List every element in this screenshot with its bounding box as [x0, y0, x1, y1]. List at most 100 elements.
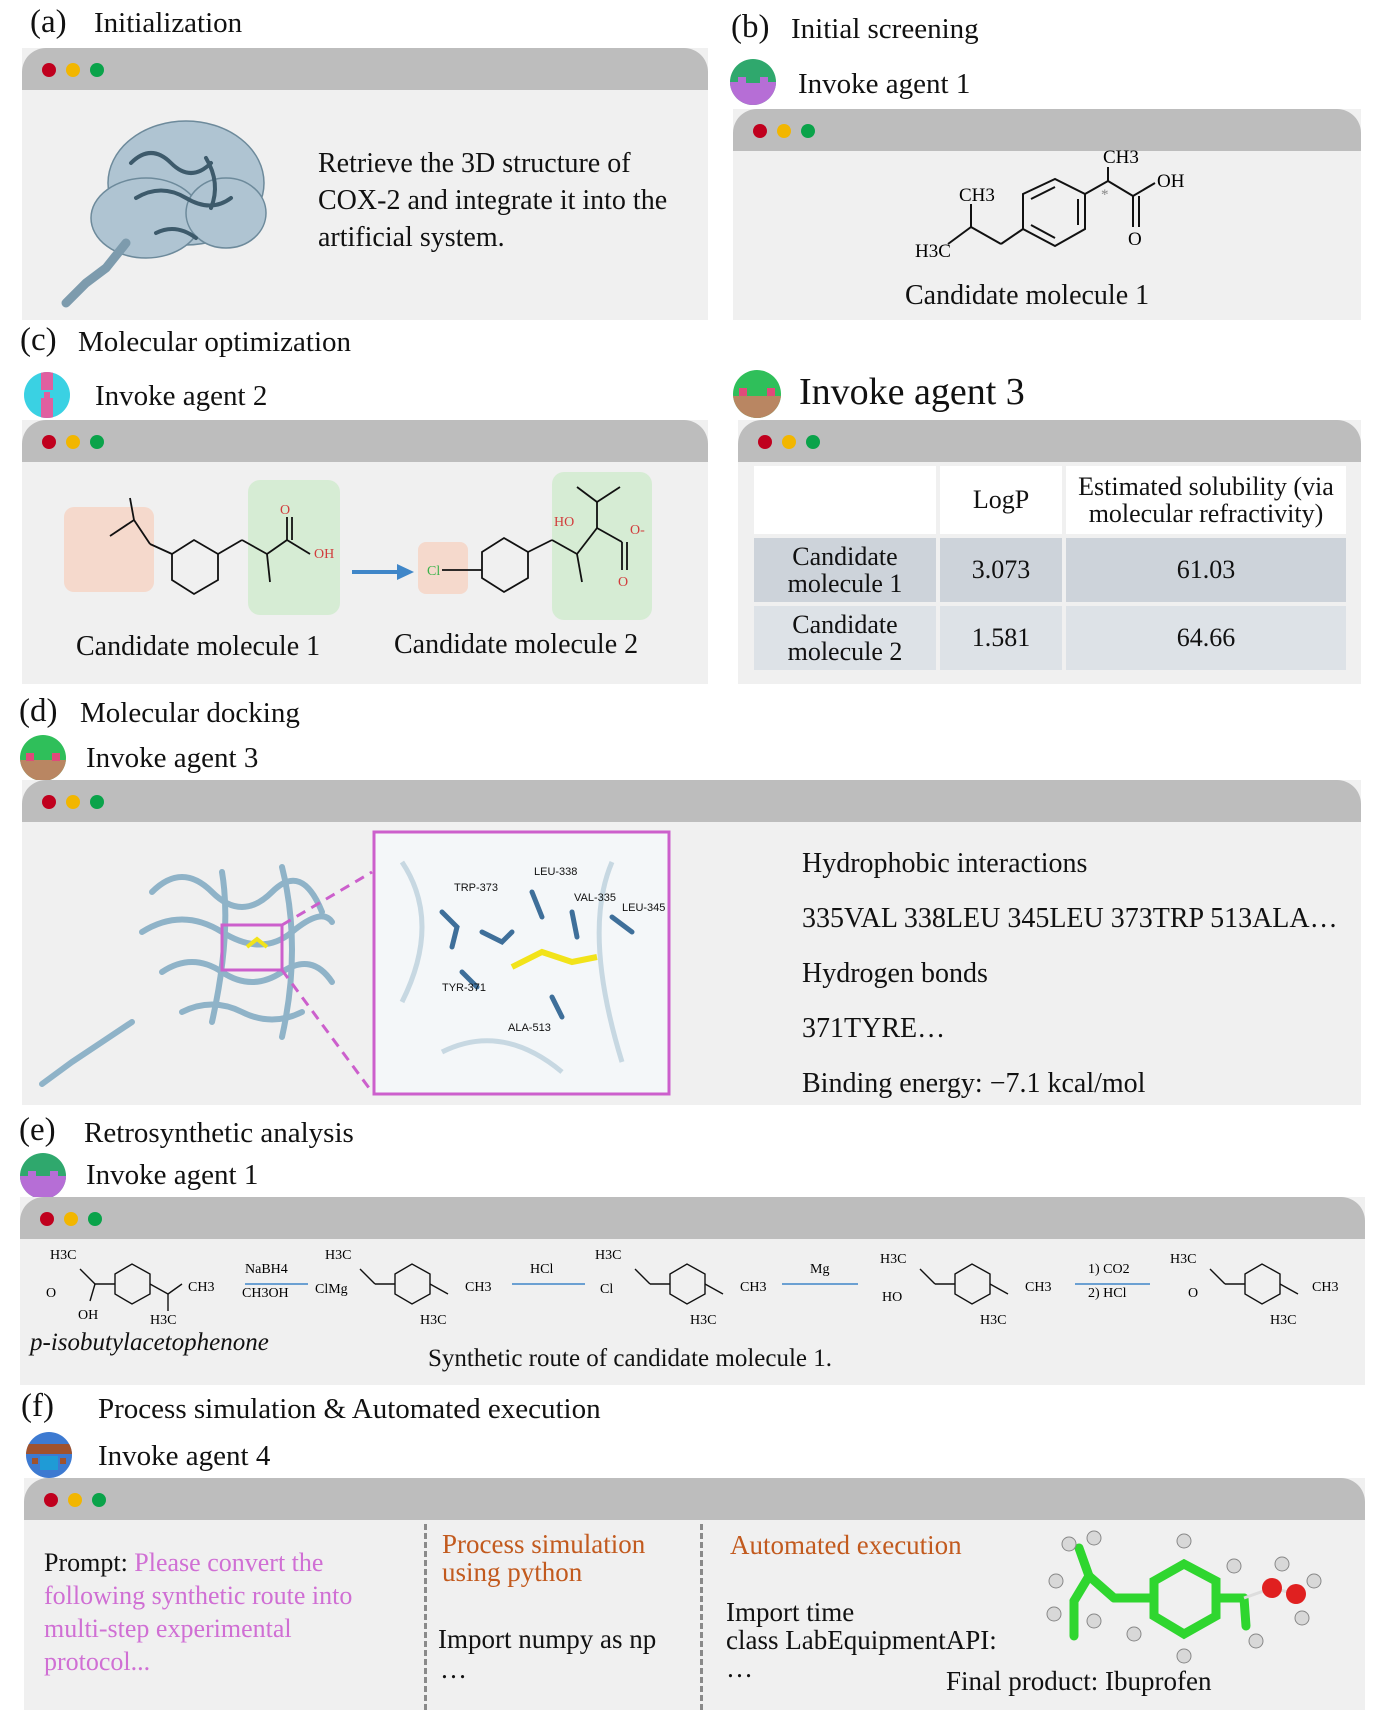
maximize-dot[interactable]: [801, 124, 815, 138]
agent-4-avatar: [26, 1432, 72, 1478]
column-divider: [424, 1524, 427, 1710]
binding-energy: Binding energy: −7.1 kcal/mol: [802, 1068, 1146, 1099]
minimize-dot[interactable]: [782, 435, 796, 449]
maximize-dot[interactable]: [90, 795, 104, 809]
ibuprofen-3d-model: [1046, 1530, 1322, 1664]
atom-h3c: H3C: [980, 1313, 1006, 1328]
atom-h3c: H3C: [690, 1313, 716, 1328]
close-dot[interactable]: [44, 1493, 58, 1507]
residue-label: TYR-371: [442, 982, 487, 994]
section-a-title: Initialization: [94, 7, 243, 39]
docking-results: Hydrophobic interactions 335VAL 338LEU 3…: [802, 836, 1338, 1111]
close-dot[interactable]: [758, 435, 772, 449]
agent-2-label: Invoke agent 2: [95, 380, 268, 412]
section-f-letter: (f): [21, 1388, 54, 1424]
molecular-optimization-scheme: O OH Cl HO O- O: [64, 472, 652, 620]
residue-label: TRP-373: [454, 882, 499, 894]
chiral-star: *: [1101, 187, 1109, 203]
window-e-titlebar: [20, 1197, 1365, 1239]
atom-cl: Cl: [427, 564, 440, 579]
table-cell: 64.66: [1066, 606, 1346, 670]
atom-h3c: H3C: [150, 1313, 176, 1328]
section-c-caption-1: Candidate molecule 1: [76, 631, 321, 662]
execution-code-line: class LabEquipmentAPI:: [726, 1625, 997, 1655]
simulation-code-more: …: [440, 1654, 467, 1684]
atom-h3c: H3C: [1170, 1252, 1196, 1267]
residue-label: ALA-513: [508, 1022, 551, 1034]
final-product-label: Final product: Ibuprofen: [946, 1666, 1212, 1696]
synthetic-route-scheme: H3C O OH H3C CH3 NaBH4 CH3OH H3C ClMg H3…: [46, 1248, 1338, 1328]
close-dot[interactable]: [42, 795, 56, 809]
minimize-dot[interactable]: [66, 795, 80, 809]
table-header: Estimated solubility (via molecular refr…: [1066, 466, 1346, 534]
maximize-dot[interactable]: [806, 435, 820, 449]
route-caption: Synthetic route of candidate molecule 1.: [428, 1345, 833, 1372]
residue-label: LEU-338: [534, 866, 578, 878]
maximize-dot[interactable]: [90, 63, 104, 77]
atom-ho: HO: [882, 1290, 902, 1305]
atom-ch3: CH3: [1025, 1280, 1051, 1295]
candidate-molecule-1-structure: CH3 OH O CH3 H3C *: [915, 149, 1185, 262]
agent-3-label-large: Invoke agent 3: [799, 371, 1025, 413]
table-header: LogP: [940, 466, 1062, 534]
atom-ch3: CH3: [1312, 1280, 1338, 1295]
section-e-title: Retrosynthetic analysis: [84, 1117, 354, 1149]
table-row: Candidate molecule 1 3.073 61.03: [754, 538, 1346, 602]
docking-result-line: 371TYRE…: [802, 1013, 946, 1044]
atom-h3c: H3C: [50, 1248, 76, 1263]
minimize-dot[interactable]: [66, 63, 80, 77]
window-properties-titlebar: [738, 420, 1361, 462]
minimize-dot[interactable]: [66, 435, 80, 449]
prompt-text: Please convert the following synthetic r…: [44, 1548, 353, 1676]
atom-o: O: [1188, 1286, 1198, 1301]
table-header: [754, 466, 936, 534]
table-cell: Candidate molecule 2: [754, 606, 936, 670]
table-row: Candidate molecule 2 1.581 64.66: [754, 606, 1346, 670]
protein-structure-image: [61, 120, 267, 308]
atom-ho: HO: [554, 515, 574, 530]
docking-result-line: Hydrophobic interactions: [802, 848, 1088, 879]
section-b-title: Initial screening: [791, 13, 979, 45]
maximize-dot[interactable]: [88, 1212, 102, 1226]
residue-labels: TRP-373 LEU-338 VAL-335 LEU-345 TYR-371 …: [22, 822, 742, 1105]
section-e-letter: (e): [19, 1112, 56, 1148]
section-c-caption-2: Candidate molecule 2: [394, 629, 639, 660]
agent-1-avatar: [730, 59, 776, 105]
atom-o: O: [1128, 229, 1142, 250]
atom-ch3: CH3: [188, 1280, 214, 1295]
residue-label: LEU-345: [622, 902, 666, 914]
agent-1-label: Invoke agent 1: [86, 1159, 259, 1191]
atom-oh: OH: [314, 547, 334, 562]
maximize-dot[interactable]: [90, 435, 104, 449]
execution-code-line: …: [726, 1653, 753, 1683]
maximize-dot[interactable]: [92, 1493, 106, 1507]
atom-oh: OH: [78, 1308, 98, 1323]
section-f-title: Process simulation & Automated execution: [98, 1393, 601, 1425]
window-a: Retrieve the 3D structure of COX-2 and i…: [22, 48, 708, 320]
execution-code: Import time class LabEquipmentAPI: …: [726, 1598, 997, 1682]
close-dot[interactable]: [42, 63, 56, 77]
atom-h3c: H3C: [595, 1248, 621, 1263]
atom-ch3: CH3: [740, 1280, 766, 1295]
close-dot[interactable]: [753, 124, 767, 138]
atom-clmg: ClMg: [315, 1282, 348, 1297]
minimize-dot[interactable]: [777, 124, 791, 138]
simulation-title: Process simulation using python: [442, 1529, 646, 1587]
atom-ch3-top: CH3: [1103, 149, 1139, 168]
minimize-dot[interactable]: [68, 1493, 82, 1507]
close-dot[interactable]: [40, 1212, 54, 1226]
docking-result-line: 335VAL 338LEU 345LEU 373TRP 513ALA…: [802, 903, 1338, 934]
agent-3-label: Invoke agent 3: [86, 742, 259, 774]
docking-result-line: Hydrogen bonds: [802, 958, 988, 989]
window-f: Prompt: Please convert the following syn…: [24, 1478, 1365, 1710]
atom-h3c: H3C: [1270, 1313, 1296, 1328]
atom-h3c: H3C: [420, 1313, 446, 1328]
window-c-titlebar: [22, 420, 708, 462]
minimize-dot[interactable]: [64, 1212, 78, 1226]
atom-o: O: [618, 575, 628, 590]
window-d: TRP-373 LEU-338 VAL-335 LEU-345 TYR-371 …: [22, 780, 1361, 1105]
section-a-letter: (a): [30, 4, 67, 40]
table-cell: 61.03: [1066, 538, 1346, 602]
close-dot[interactable]: [42, 435, 56, 449]
atom-o: O: [280, 503, 290, 518]
